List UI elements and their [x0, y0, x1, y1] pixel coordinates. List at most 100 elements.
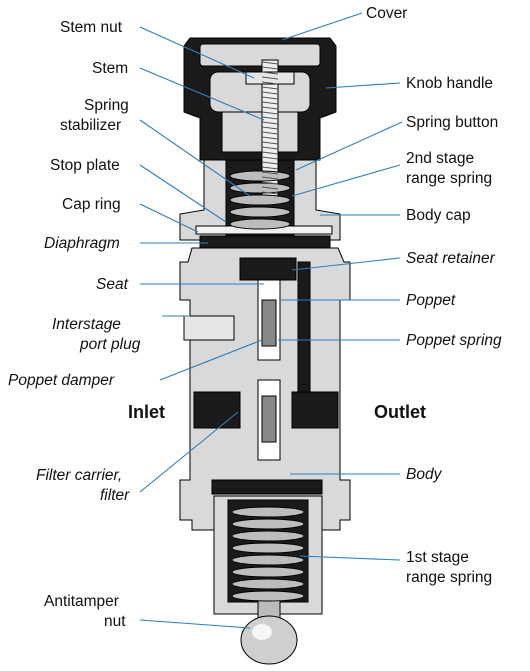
- label-second-stage-line1: 2nd stage: [406, 150, 474, 167]
- spring-coil: [231, 566, 305, 578]
- stem-threads-drawing: [261, 61, 279, 195]
- leader-cap-ring: [139, 203, 199, 233]
- label-poppet: Poppet: [406, 292, 456, 309]
- antitamper-nut-highlight: [252, 624, 272, 640]
- label-inlet: Inlet: [128, 402, 165, 422]
- first-stage-range-spring-drawing: [231, 506, 305, 602]
- spring-coil: [231, 554, 305, 566]
- leader-antitamper: [139, 619, 251, 629]
- label-spring-stabilizer-line1: Spring: [84, 97, 129, 114]
- label-stem-nut: Stem nut: [60, 19, 123, 36]
- stem-thread: [261, 151, 279, 155]
- label-cap-ring: Cap ring: [62, 196, 121, 213]
- second-stage-range-spring-drawing: [229, 170, 291, 230]
- stem-thread: [261, 171, 279, 175]
- leader-stem: [139, 67, 265, 121]
- leader-knob-handle: [325, 82, 401, 89]
- leader-stem-nut: [139, 26, 255, 79]
- spring-coil: [231, 578, 305, 590]
- spring-coil: [231, 518, 305, 530]
- leader-second-stage: [291, 164, 401, 197]
- leader-lines: [139, 12, 403, 629]
- label-poppet-damper: Poppet damper: [8, 372, 115, 389]
- stem-drawing: [245, 59, 295, 201]
- stem-thread: [261, 66, 279, 70]
- diaphragm-shape: [199, 235, 331, 249]
- stem-thread: [261, 81, 279, 85]
- leader-stop-plate: [139, 164, 227, 223]
- stem-thread: [261, 141, 279, 145]
- spring-coil: [229, 206, 291, 218]
- label-stem: Stem: [92, 60, 128, 77]
- stem-thread: [261, 61, 279, 65]
- label-spring-stabilizer-line2: stabilizer: [60, 117, 121, 134]
- interstage-port-plug-shape: [183, 315, 235, 341]
- label-body: Body: [406, 466, 443, 483]
- label-interstage-line1: Interstage: [52, 316, 121, 333]
- stem-thread: [261, 126, 279, 130]
- label-seat: Seat: [96, 276, 129, 293]
- stem-thread: [261, 116, 279, 120]
- stem-thread: [261, 191, 279, 195]
- spring-coil: [229, 170, 291, 182]
- label-filter-line1: Filter carrier,: [36, 467, 122, 484]
- label-filter-line2: filter: [100, 487, 130, 504]
- stem-thread: [261, 146, 279, 150]
- label-stop-plate: Stop plate: [50, 157, 120, 174]
- label-knob-handle: Knob handle: [406, 75, 493, 92]
- stem-thread: [261, 156, 279, 160]
- label-antitamper-line1: Antitamper: [44, 593, 119, 610]
- leader-spring-button: [295, 121, 403, 171]
- stem-thread: [261, 96, 279, 100]
- stem-thread: [261, 166, 279, 170]
- label-antitamper-line2: nut: [104, 613, 126, 630]
- seat-retainer-shape: [239, 257, 297, 281]
- spring-coil: [231, 542, 305, 554]
- diagram-labels: Cover Stem nut Stem Knob handle Spring s…: [8, 5, 502, 630]
- antitamper-nut-shape: [240, 615, 298, 665]
- label-outlet: Outlet: [374, 402, 426, 422]
- leader-poppet-damper: [159, 339, 263, 381]
- leader-filter: [139, 411, 239, 493]
- outlet-passage: [291, 391, 339, 429]
- leader-cover: [281, 12, 363, 41]
- inlet-passage: [193, 391, 241, 429]
- label-poppet-spring: Poppet spring: [406, 332, 502, 349]
- spring-coil: [231, 590, 305, 602]
- label-cover: Cover: [366, 5, 407, 22]
- stem-thread: [261, 91, 279, 95]
- stem-thread: [261, 136, 279, 140]
- label-second-stage-line2: range spring: [406, 170, 492, 187]
- label-diaphragm: Diaphragm: [44, 235, 120, 252]
- poppet-spring-upper: [261, 299, 277, 347]
- stem-thread: [261, 86, 279, 90]
- label-spring-button: Spring button: [406, 114, 498, 131]
- leader-spring-stabilizer: [139, 119, 251, 197]
- stem-thread: [261, 76, 279, 80]
- stem-thread: [261, 101, 279, 105]
- spring-coil: [231, 506, 305, 518]
- stem-thread: [261, 111, 279, 115]
- stem-thread: [261, 71, 279, 75]
- leader-first-stage: [299, 555, 401, 561]
- internal-passage: [297, 261, 311, 403]
- spring-coil: [231, 530, 305, 542]
- stem-thread: [261, 181, 279, 185]
- label-first-stage-line1: 1st stage: [406, 549, 469, 566]
- stem-thread: [261, 176, 279, 180]
- stem-thread: [261, 106, 279, 110]
- stem-thread: [261, 121, 279, 125]
- leader-seat-retainer: [291, 257, 401, 271]
- label-interstage-line2: port plug: [79, 336, 141, 353]
- stem-thread: [261, 131, 279, 135]
- label-seat-retainer: Seat retainer: [406, 250, 496, 267]
- poppet-spring-lower: [261, 395, 277, 443]
- label-first-stage-line2: range spring: [406, 569, 492, 586]
- cover-top: [199, 43, 321, 67]
- spring-coil: [229, 182, 291, 194]
- stem-thread: [261, 186, 279, 190]
- label-body-cap: Body cap: [406, 207, 471, 224]
- stem-thread: [261, 161, 279, 165]
- spring-coil: [229, 218, 291, 230]
